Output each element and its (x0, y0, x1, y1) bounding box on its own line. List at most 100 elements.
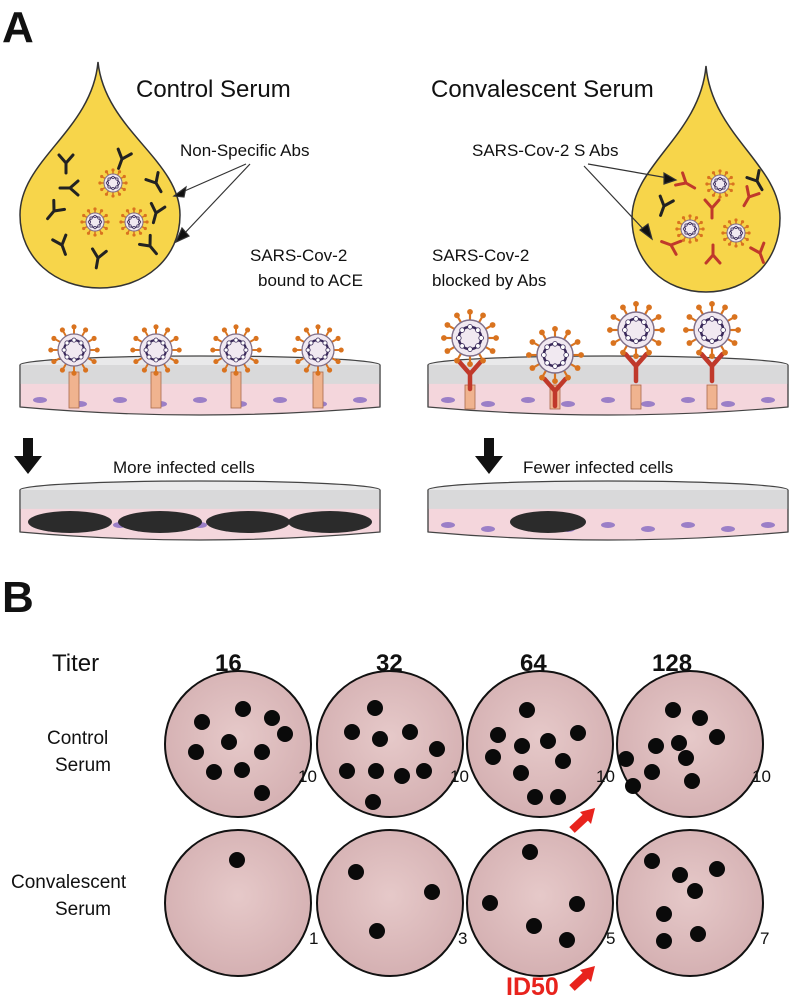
plaque-spot (656, 906, 672, 922)
plaque-spot (569, 896, 585, 912)
plaque-well (616, 829, 764, 977)
plaque-spot (254, 744, 270, 760)
plaque-spot (690, 926, 706, 942)
plaque-spot (254, 785, 270, 801)
plaque-well (466, 829, 614, 977)
sars-s-antibody (703, 198, 721, 220)
blocked-virus (607, 301, 665, 359)
plaque-spot (709, 861, 725, 877)
non-specific-abs-label: Non-Specific Abs (180, 141, 309, 160)
plaque-spot (671, 735, 687, 751)
sars-s-antibody (704, 243, 722, 265)
convalescent-row-label-line2: Serum (55, 899, 111, 920)
plaque-spot (221, 734, 237, 750)
plaque-spot (672, 867, 688, 883)
plaque-spot (684, 773, 700, 789)
plaque-well (316, 829, 464, 977)
plaque-spot (339, 763, 355, 779)
well-count-control-64: 10 (596, 767, 615, 786)
control-row-label-line1: Control (47, 728, 108, 749)
blocked-virus (441, 309, 499, 367)
serum-virus (705, 169, 735, 199)
plaque-spot (188, 744, 204, 760)
id50-arrow-lower (569, 966, 595, 991)
non-specific-antibody (58, 179, 80, 197)
bound-virus (48, 324, 100, 376)
plaque-spot (490, 727, 506, 743)
plaque-spot (264, 710, 280, 726)
non-specific-antibody (90, 247, 108, 270)
well-count-control-128: 10 (752, 767, 771, 786)
plaque-spot (344, 724, 360, 740)
plaque-spot (559, 932, 575, 948)
fewer-infected-cells-label: Fewer infected cells (523, 458, 673, 477)
control-dish-with-virus (19, 324, 381, 416)
non-specific-antibody (658, 194, 675, 217)
ace-receptor (68, 371, 80, 409)
plaque-spot (235, 701, 251, 717)
non-specific-antibody (46, 198, 67, 221)
serum-virus (675, 214, 705, 244)
ace-receptor (230, 371, 242, 409)
well-count-control-16: 10 (298, 767, 317, 786)
plaque-spot (482, 895, 498, 911)
plaque-spot (369, 923, 385, 939)
plaque-spot (555, 753, 571, 769)
well-count-conv-16: 1 (309, 929, 318, 948)
sars-s-antibody (749, 241, 766, 264)
plaque-spot (656, 933, 672, 949)
bound-virus (130, 324, 182, 376)
infected-plaque (288, 511, 372, 533)
ace-receptor (150, 371, 162, 409)
non-specific-abs-arrows (172, 163, 251, 244)
ace-receptor (630, 384, 642, 410)
blocking-antibody (457, 359, 483, 392)
down-arrow-left (14, 438, 42, 474)
infected-plaque (206, 511, 290, 533)
bound-virus (210, 324, 262, 376)
plaque-spot (709, 729, 725, 745)
ace-receptor (706, 384, 718, 410)
id50-arrow-upper (569, 808, 595, 833)
plaque-spot (527, 789, 543, 805)
plaque-spot (372, 731, 388, 747)
plaque-spot (665, 702, 681, 718)
bound-to-ace-line1: SARS-Cov-2 (250, 246, 347, 265)
convalescent-row-label-line1: Convalescent (11, 872, 127, 893)
well-count-conv-64: 5 (606, 929, 615, 948)
non-specific-antibody (745, 169, 764, 192)
plaque-spot (678, 750, 694, 766)
plaque-spot (570, 725, 586, 741)
plaque-spot (365, 794, 381, 810)
infected-plaque (510, 511, 586, 533)
plaque-spot (550, 789, 566, 805)
serum-virus (721, 218, 751, 248)
control-dish-infected (19, 480, 381, 541)
convalescent-dish-infected (427, 480, 789, 541)
non-specific-antibody (137, 233, 158, 256)
non-specific-antibody (57, 153, 75, 175)
plaque-well (164, 670, 312, 818)
plaque-spot (644, 764, 660, 780)
non-specific-antibody (116, 147, 133, 170)
control-row-label-line2: Serum (55, 755, 111, 776)
plaque-well (316, 670, 464, 818)
id50-label: ID50 (506, 973, 559, 1001)
sars-s-antibody (742, 185, 761, 208)
plaque-spot (229, 852, 245, 868)
serum-virus (80, 207, 110, 237)
sars-s-antibody (660, 239, 683, 256)
plaque-spot (514, 738, 530, 754)
convalescent-serum-drop (631, 65, 781, 293)
blocked-by-abs-line1: SARS-Cov-2 (432, 246, 529, 265)
plaque-well (466, 670, 614, 818)
plaque-spot (194, 714, 210, 730)
sars-s-abs-arrows (583, 163, 678, 241)
convalescent-dish-with-virus (427, 301, 789, 416)
plaque-spot (625, 778, 641, 794)
blocking-antibody (699, 351, 725, 384)
plaque-spot (522, 844, 538, 860)
plaque-well (164, 829, 312, 977)
well-count-conv-32: 3 (458, 929, 467, 948)
sars-s-antibody (674, 171, 697, 190)
